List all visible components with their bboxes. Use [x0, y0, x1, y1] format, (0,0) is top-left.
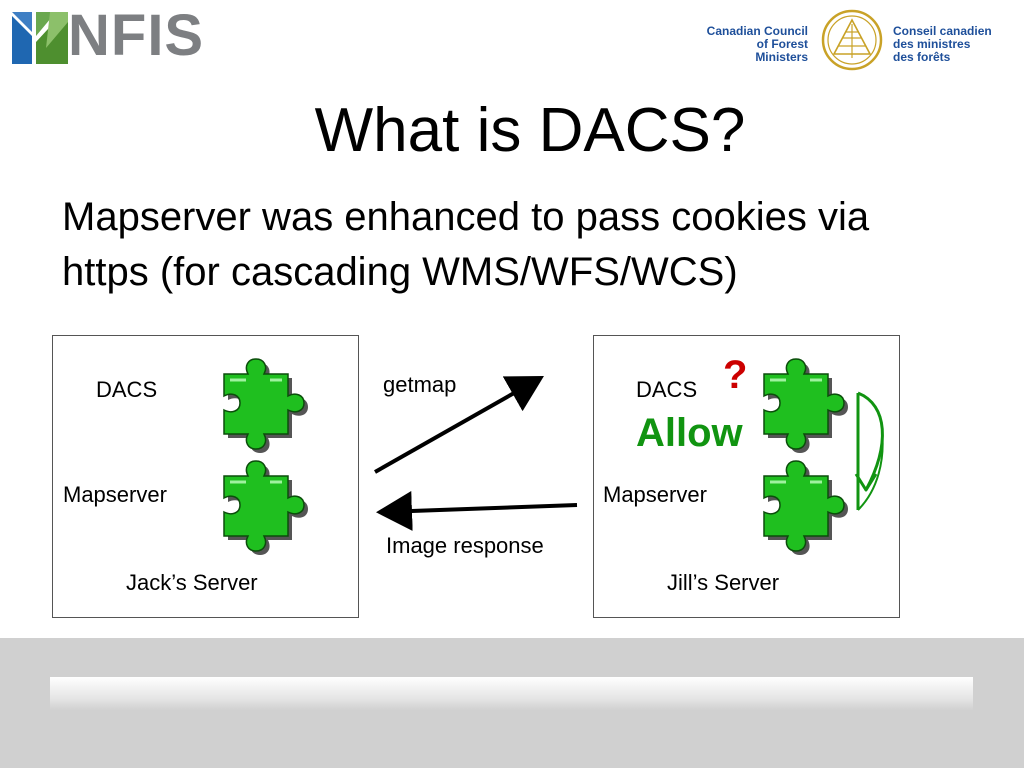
image-response-arrow-icon: [376, 490, 578, 531]
jack-server-label: Jack’s Server: [126, 570, 258, 595]
jack-server-box: [52, 335, 359, 618]
ccfm-french-line: Conseil canadien: [893, 24, 992, 38]
slide-title: What is DACS?: [314, 96, 746, 165]
ccfm-english-line: Canadian Council: [706, 24, 808, 38]
jill-dacs-label: DACS: [636, 377, 698, 402]
getmap-arrow-icon: [374, 376, 544, 474]
jill-mapserver-label: Mapserver: [603, 482, 707, 507]
jack-dacs-puzzle-icon: [223, 358, 308, 453]
image-response-label: Image response: [386, 533, 544, 558]
ccfm-french-name: Conseil canadien des ministres des forêt…: [893, 25, 1018, 64]
allow-label: Allow: [636, 411, 743, 455]
jill-mapserver-puzzle-icon: [763, 460, 848, 555]
ccfm-english-line: Ministers: [755, 50, 808, 64]
ccfm-french-line: des ministres: [893, 37, 971, 51]
nfis-emblem-icon: [12, 12, 68, 64]
ccfm-english-line: of Forest: [756, 37, 808, 51]
slide-body: Mapserver was enhanced to pass cookies v…: [62, 195, 870, 294]
jill-server-label: Jill’s Server: [667, 570, 780, 595]
question-mark: ?: [723, 353, 748, 397]
jack-mapserver-puzzle-icon: [223, 460, 308, 555]
jill-server-box: [593, 335, 900, 618]
ccfm-french-line: des forêts: [893, 50, 951, 64]
jack-mapserver-label: Mapserver: [63, 482, 167, 507]
footer-bar: [50, 677, 973, 711]
nfis-logo: [10, 8, 225, 72]
jack-dacs-label: DACS: [96, 377, 158, 402]
nfis-logo-text: NFIS: [68, 3, 205, 68]
jill-dacs-puzzle-icon: [763, 358, 848, 453]
curved-arrow-icon: [854, 391, 884, 511]
getmap-label: getmap: [383, 372, 457, 397]
ccfm-english-name: Canadian Council of Forest Ministers: [690, 25, 808, 64]
ccfm-seal-icon: [821, 9, 883, 71]
